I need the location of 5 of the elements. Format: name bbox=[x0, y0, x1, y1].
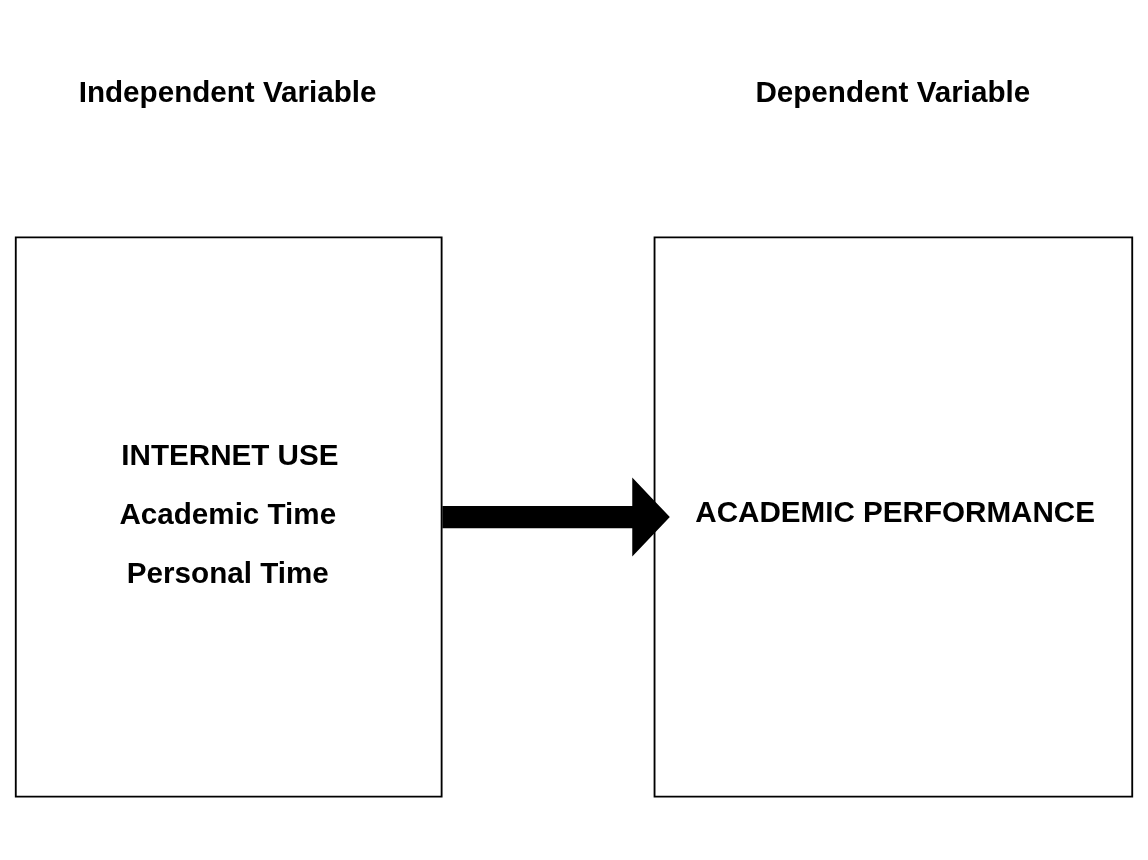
arrow bbox=[442, 477, 670, 557]
label: Dependent Variable bbox=[755, 74, 1031, 108]
label: Independent Variable bbox=[78, 74, 377, 108]
node-box: INTERNET USE Academic Time Personal Time bbox=[14, 236, 443, 798]
node-box: ACADEMIC PERFORMANCE bbox=[653, 236, 1134, 798]
